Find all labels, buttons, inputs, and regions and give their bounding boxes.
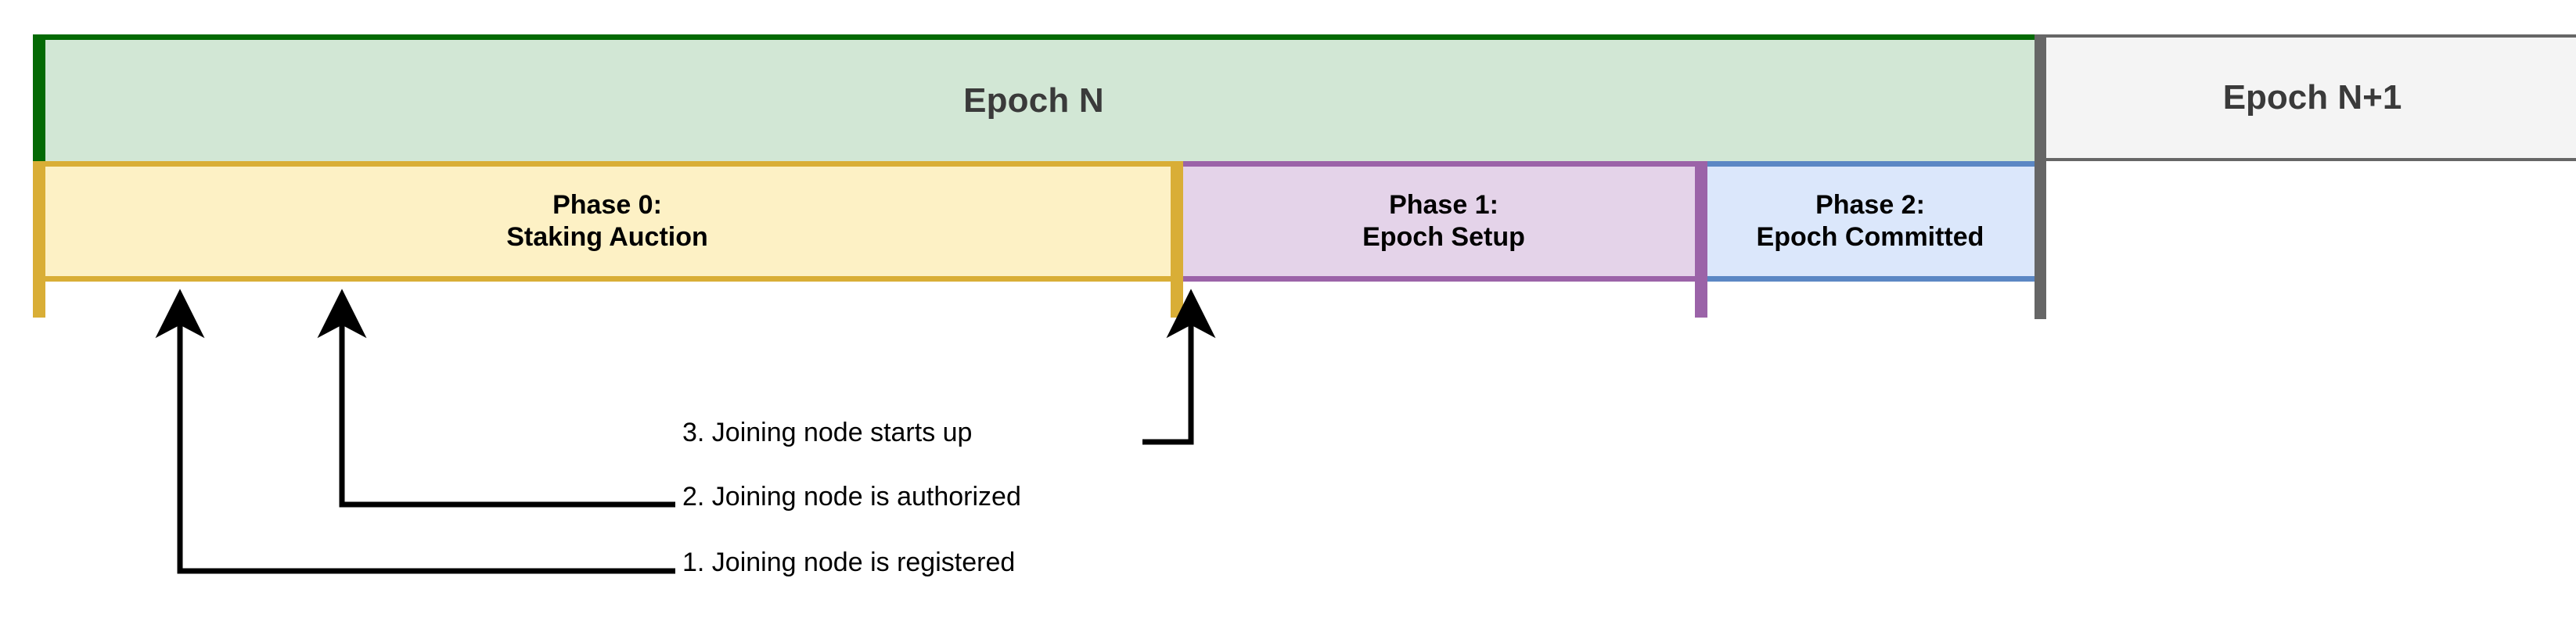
phase-0-left-divider [33, 161, 45, 318]
phase-2-subtitle: Epoch Committed [1756, 222, 1984, 252]
callout-1-label: 1. Joining node is registered [682, 548, 1016, 577]
phase-1-right-divider [1695, 161, 1707, 318]
phase-0-title: Phase 0: [552, 189, 662, 220]
phase-1-subtitle: Epoch Setup [1362, 222, 1525, 252]
phase-0-box: Phase 0: Staking Auction [33, 161, 1182, 282]
callout-3-label: 3. Joining node starts up [682, 418, 973, 447]
phase-0-subtitle: Staking Auction [506, 222, 708, 252]
callout-2-label: 2. Joining node is authorized [682, 482, 1021, 512]
phase-2-title: Phase 2: [1815, 189, 1925, 220]
callout-1-leader [155, 289, 675, 574]
epoch-n-box: Epoch N [33, 34, 2035, 161]
callout-2-leader [317, 289, 675, 508]
phase-0-right-divider [1171, 161, 1183, 318]
phase-1-title: Phase 1: [1389, 189, 1498, 220]
epoch-n-label: Epoch N [963, 81, 1104, 120]
epoch-n-left-border [33, 34, 45, 161]
epoch-n1-box: Epoch N+1 [2046, 34, 2576, 161]
callout-3-leader [1142, 289, 1216, 445]
phase-1-box: Phase 1: Epoch Setup [1182, 161, 1706, 282]
phase-2-box: Phase 2: Epoch Committed [1706, 161, 2035, 282]
epoch-n1-label: Epoch N+1 [2222, 78, 2402, 117]
epoch-boundary-divider [2035, 34, 2046, 319]
